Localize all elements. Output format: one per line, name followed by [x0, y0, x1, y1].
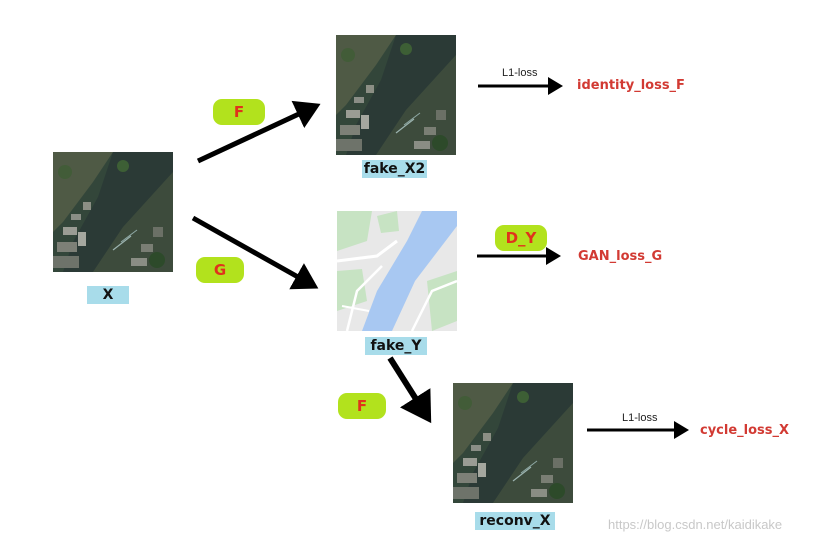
label-fake-x2: fake_X2: [362, 160, 427, 178]
arrow-x-to-fake-x2: [196, 100, 321, 164]
gan-loss-label: GAN_loss_G: [578, 249, 663, 264]
identity-loss-label: identity_loss_F: [577, 78, 685, 93]
generator-g-badge: G: [196, 257, 244, 283]
label-x: X: [87, 286, 129, 304]
arrow-x-to-fake-y: [191, 215, 319, 290]
satellite-image-x: [53, 152, 173, 272]
label-reconv-x: reconv_X: [475, 512, 555, 530]
map-image-fake-y: [337, 211, 457, 331]
label-fake-y: fake_Y: [365, 337, 427, 355]
discriminator-dy-badge: D_Y: [495, 225, 547, 251]
watermark: https://blog.csdn.net/kaidikake: [608, 517, 783, 532]
generator-f-bottom-badge: F: [338, 393, 386, 419]
generator-f-badge: F: [213, 99, 265, 125]
satellite-image-fake-x2: [336, 35, 456, 155]
l1-loss-bottom-label: L1-loss: [622, 412, 658, 424]
arrow-fake-y-to-reconv-x: [387, 356, 432, 424]
cycle-loss-label: cycle_loss_X: [700, 423, 790, 438]
l1-loss-top-label: L1-loss: [502, 67, 538, 79]
satellite-image-reconv-x: [453, 383, 573, 503]
